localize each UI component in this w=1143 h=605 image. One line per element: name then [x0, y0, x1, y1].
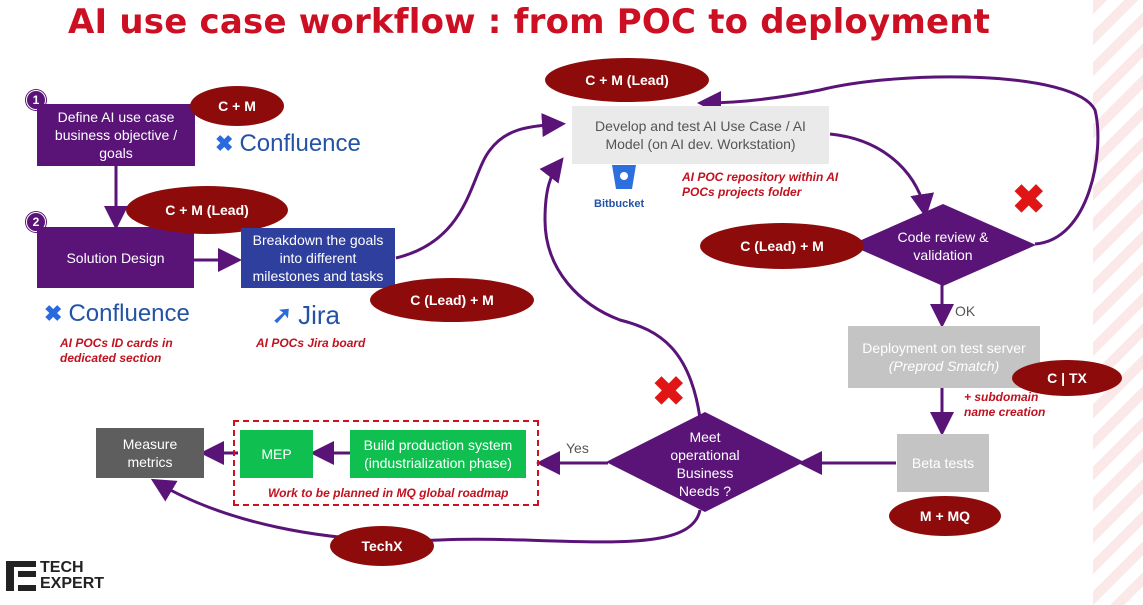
beta-tests-box[interactable]: Beta tests	[897, 434, 989, 492]
tech-expert-logo: TECH EXPERT	[6, 560, 104, 592]
bitbucket-note: AI POC repository within AI POCs project…	[682, 170, 839, 199]
arrow-review-reject-loop	[697, 75, 1100, 246]
confluence-note: AI POCs ID cards in dedicated section	[60, 336, 173, 365]
confluence-tool-bottom: ✖ Confluence	[44, 300, 190, 328]
define-objective-box[interactable]: Define AI use case business objective / …	[37, 104, 195, 166]
solution-design-box[interactable]: Solution Design	[37, 227, 194, 288]
confluence-tool-top: ✖ Confluence	[215, 130, 361, 158]
role-clead-m-breakdown: C (Lead) + M	[370, 278, 534, 322]
confluence-icon: ✖	[215, 131, 234, 156]
mep-box[interactable]: MEP	[240, 430, 313, 478]
code-review-label: Code review & validation	[897, 229, 989, 263]
deployment-subtitle: (Preprod Smatch)	[888, 358, 1000, 374]
arrow-meet-to-measure-bottom	[150, 478, 702, 544]
reject-x-icon-review: ✖	[1012, 178, 1046, 222]
reject-x-icon-meet: ✖	[652, 370, 686, 414]
role-clead-m-review: C (Lead) + M	[700, 223, 864, 269]
jira-label: Jira	[298, 300, 341, 330]
measure-metrics-box[interactable]: Measure metrics	[96, 428, 204, 478]
meet-needs-label: Meet operational Business Needs ?	[670, 429, 740, 499]
role-c-tx: C | TX	[1012, 360, 1122, 396]
confluence-label: Confluence	[239, 130, 361, 157]
subdomain-note: + subdomain name creation	[964, 390, 1046, 419]
role-cm-lead-develop: C + M (Lead)	[545, 58, 709, 102]
tech-expert-text: TECH EXPERT	[40, 560, 104, 592]
logo-line-2: EXPERT	[40, 575, 105, 592]
arrow-breakdown-to-develop	[395, 113, 566, 260]
roadmap-note: Work to be planned in MQ global roadmap	[268, 486, 509, 500]
jira-tool: ➚ Jira	[272, 300, 340, 331]
jira-icon: ➚	[272, 302, 293, 329]
bitbucket-logo: Bitbucket	[594, 163, 644, 211]
confluence-label: Confluence	[68, 300, 190, 327]
jira-note: AI POCs Jira board	[256, 336, 366, 350]
meet-needs-diamond[interactable]	[606, 412, 804, 512]
breakdown-box[interactable]: Breakdown the goals into different miles…	[241, 228, 395, 288]
decorative-stripes	[1093, 0, 1143, 605]
develop-test-box[interactable]: Develop and test AI Use Case / AI Model …	[572, 106, 829, 164]
role-m-mq: M + MQ	[889, 496, 1001, 536]
bitbucket-label: Bitbucket	[594, 198, 645, 210]
yes-label: Yes	[566, 440, 589, 456]
bitbucket-icon	[612, 165, 636, 189]
build-production-box[interactable]: Build production system (industrializati…	[350, 430, 526, 478]
role-cm-lead-solution: C + M (Lead)	[126, 186, 288, 234]
arrow-meet-reject-to-develop	[539, 157, 702, 419]
code-review-diamond[interactable]	[850, 204, 1036, 286]
deployment-title: Deployment on test server	[862, 340, 1026, 356]
role-cm-define: C + M	[190, 86, 284, 126]
confluence-icon: ✖	[44, 301, 63, 326]
tech-expert-icon	[6, 561, 36, 591]
roadmap-dashed-frame	[233, 420, 539, 506]
arrow-develop-to-review	[829, 132, 935, 218]
deployment-box[interactable]: Deployment on test server (Preprod Smatc…	[848, 326, 1040, 388]
role-techx: TechX	[330, 526, 434, 566]
logo-line-1: TECH	[40, 559, 84, 576]
page-title: AI use case workflow : from POC to deplo…	[68, 2, 991, 42]
ok-label: OK	[955, 303, 976, 319]
